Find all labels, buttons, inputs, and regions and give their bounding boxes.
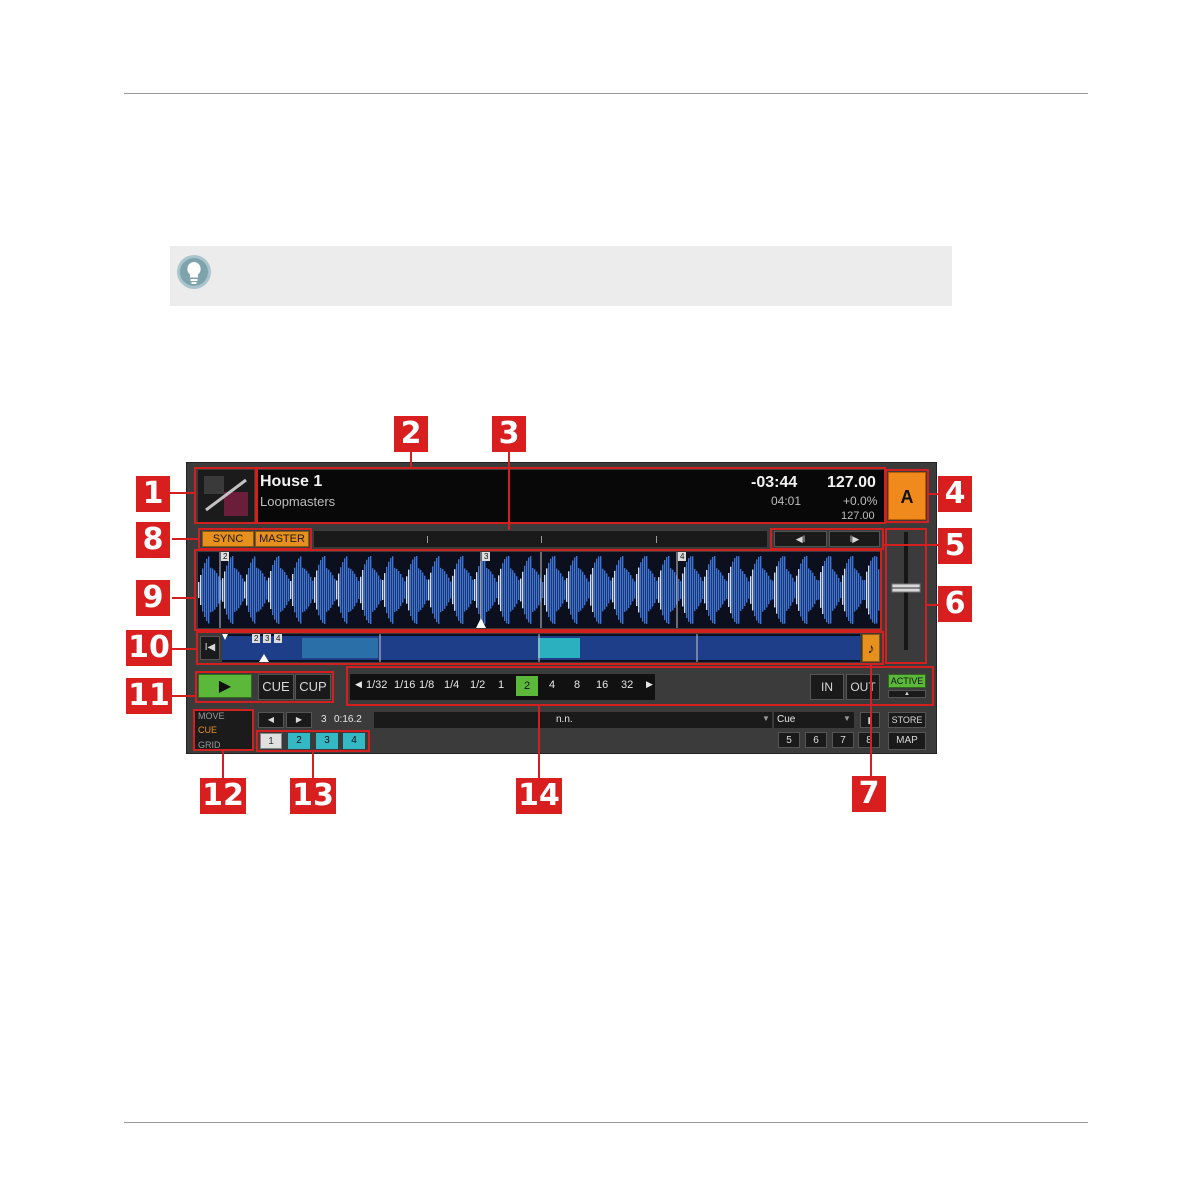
highlight-hotcues bbox=[256, 730, 370, 752]
callout-14: 14 bbox=[516, 778, 562, 814]
leader-line bbox=[172, 695, 196, 697]
highlight-beatjump bbox=[770, 528, 884, 550]
highlight-waveform bbox=[194, 549, 882, 631]
leader-line bbox=[222, 751, 224, 779]
store-button[interactable]: STORE bbox=[888, 712, 926, 728]
callout-6: 6 bbox=[938, 586, 972, 622]
chevron-down-icon: ▼ bbox=[762, 714, 770, 723]
top-rule bbox=[124, 93, 1088, 94]
highlight-cover bbox=[194, 467, 257, 524]
phase-tick bbox=[427, 536, 428, 543]
callout-2: 2 bbox=[394, 416, 428, 452]
leader-line bbox=[172, 538, 198, 540]
leader-line bbox=[172, 648, 198, 650]
leader-line bbox=[926, 604, 938, 606]
leader-line bbox=[312, 751, 314, 779]
leader-line bbox=[538, 706, 540, 780]
callout-9: 9 bbox=[136, 580, 170, 616]
callout-10: 10 bbox=[126, 630, 172, 666]
highlight-transport bbox=[195, 671, 334, 703]
phase-tick bbox=[656, 536, 657, 543]
callout-12: 12 bbox=[200, 778, 246, 814]
highlight-modes bbox=[193, 709, 254, 751]
callout-4: 4 bbox=[938, 476, 972, 512]
hotcue-button[interactable]: 5 bbox=[778, 732, 800, 748]
cue-name-field[interactable] bbox=[374, 712, 772, 728]
cue-next-button[interactable]: ▶ bbox=[286, 712, 312, 728]
callout-1: 1 bbox=[136, 476, 170, 512]
map-button[interactable]: MAP bbox=[888, 732, 926, 750]
tip-box bbox=[170, 246, 952, 306]
highlight-sync bbox=[198, 528, 312, 550]
highlight-loop bbox=[346, 666, 934, 706]
hotcue-button[interactable]: 8 bbox=[858, 732, 880, 748]
hotcue-button[interactable]: 6 bbox=[805, 732, 827, 748]
lightbulb-icon bbox=[176, 254, 212, 290]
leader-line bbox=[928, 493, 938, 495]
leader-line bbox=[170, 492, 196, 494]
callout-8: 8 bbox=[136, 522, 170, 558]
callout-7: 7 bbox=[852, 776, 886, 812]
highlight-info bbox=[256, 467, 886, 524]
highlight-deck-letter bbox=[885, 469, 929, 523]
callout-3: 3 bbox=[492, 416, 526, 452]
phase-tick bbox=[541, 536, 542, 543]
hotcue-button[interactable]: 7 bbox=[832, 732, 854, 748]
cue-position: 3 bbox=[321, 714, 327, 725]
leader-line bbox=[172, 597, 196, 599]
bottom-rule bbox=[124, 1122, 1088, 1123]
cue-type-text: Cue bbox=[777, 714, 795, 725]
leader-line bbox=[882, 544, 938, 546]
chevron-down-icon: ▼ bbox=[843, 714, 851, 723]
cue-prev-button[interactable]: ◀ bbox=[258, 712, 284, 728]
callout-11: 11 bbox=[126, 678, 172, 714]
leader-line bbox=[870, 664, 872, 780]
callout-13: 13 bbox=[290, 778, 336, 814]
cue-name-text: n.n. bbox=[556, 714, 573, 725]
callout-5: 5 bbox=[938, 528, 972, 564]
cue-time: 0:16.2 bbox=[334, 714, 362, 725]
highlight-strip bbox=[196, 631, 884, 665]
leader-line bbox=[508, 446, 510, 530]
highlight-fader bbox=[885, 528, 927, 664]
